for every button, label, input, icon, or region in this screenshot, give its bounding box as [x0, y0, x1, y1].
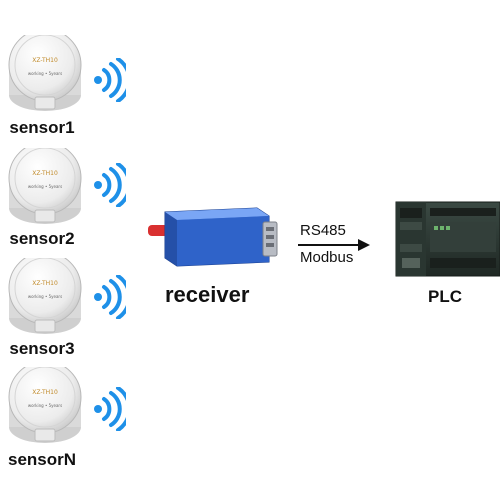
sensor-node-3: XZ-TH10 working • 5years sensor3	[0, 253, 130, 363]
link-protocol-label-2: Modbus	[300, 249, 354, 266]
plc-label: PLC	[428, 287, 462, 306]
sensor-label: sensorN	[7, 450, 77, 469]
receiver-node: receiver	[145, 200, 285, 310]
sensor-status-text: working • 5years	[28, 403, 62, 408]
receiver-device-icon	[148, 207, 278, 267]
arrow-right-icon	[298, 239, 370, 251]
sensor-device-icon: XZ-TH10 working • 5years	[8, 367, 82, 443]
sensor-label: sensor2	[9, 229, 75, 248]
wireless-signal-icon	[94, 387, 126, 431]
sensor-label: sensor3	[9, 339, 75, 358]
sensor-model-text: XZ-TH10	[32, 57, 58, 64]
receiver-label: receiver	[165, 282, 250, 307]
sensor-status-text: working • 5years	[28, 71, 62, 76]
sensor-node-1: XZ-TH10 working • 5years sensor1	[0, 30, 130, 140]
sensor-model-text: XZ-TH10	[32, 389, 58, 396]
wireless-signal-icon	[94, 163, 126, 207]
plc-node: PLC	[390, 196, 500, 316]
wireless-signal-icon	[94, 58, 126, 102]
sensor-status-text: working • 5years	[28, 184, 62, 189]
sensor-device-icon: XZ-TH10 working • 5years	[8, 258, 82, 334]
sensor-node-n: XZ-TH10 working • 5years sensorN	[0, 362, 130, 472]
sensor-device-icon: XZ-TH10 working • 5years	[8, 35, 82, 111]
sensor-node-2: XZ-TH10 working • 5years sensor2	[0, 143, 130, 253]
sensor-status-text: working • 5years	[28, 294, 62, 299]
sensor-model-text: XZ-TH10	[32, 170, 58, 177]
wireless-signal-icon	[94, 275, 126, 319]
sensor-label: sensor1	[9, 118, 75, 137]
plc-device-icon	[395, 201, 500, 277]
sensor-model-text: XZ-TH10	[32, 280, 58, 287]
sensor-device-icon: XZ-TH10 working • 5years	[8, 148, 82, 224]
link-protocol-label: RS485	[300, 222, 346, 239]
